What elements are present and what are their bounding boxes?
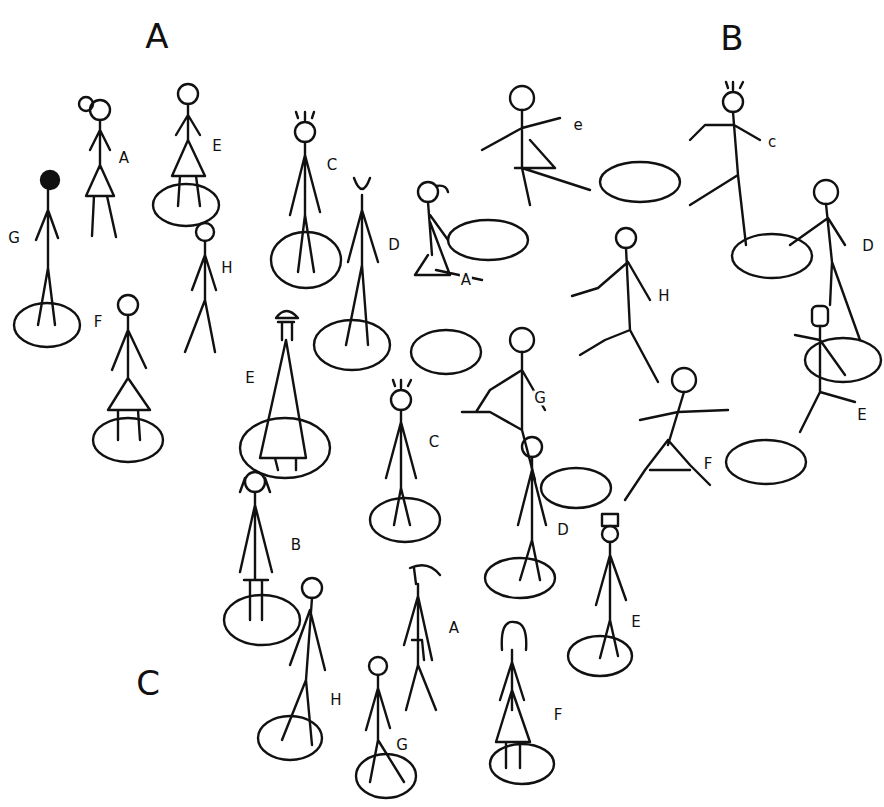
figure-letter: A [118,151,130,166]
stick-figure [271,112,341,288]
figure-letter: E [211,139,222,154]
stick-figure [568,514,632,676]
floor-spot [600,162,680,202]
figure-letter: C [428,435,440,450]
stick-figure [224,472,300,645]
figure-letter: F [93,315,104,330]
figure-letter: H [657,289,670,304]
figure-letter: G [395,738,409,753]
floor-spot [541,468,611,508]
stick-figure [314,178,390,370]
figure-letter: A [460,273,472,288]
figure-letter: D [556,523,570,538]
group-heading: A [144,19,169,53]
stick-figure [93,295,163,462]
stick-figure [690,82,812,278]
stick-figure [153,84,219,226]
figure-letter: G [533,391,547,406]
figure-letter: e [572,118,583,133]
figure-letter: H [220,261,233,276]
floor-spot [726,440,806,484]
figure-letter: A [448,621,460,636]
figure-letter: B [290,538,302,553]
stick-figure [185,223,216,352]
stick-figure [370,380,440,542]
figure-letter: C [326,158,338,173]
stick-figure [572,228,658,382]
figure-letter: E [244,371,255,386]
figure-letter: D [387,238,401,253]
figure-letter: F [703,457,714,472]
figure-letter: H [329,693,342,708]
stick-figure [415,182,528,280]
stick-figure [14,171,80,347]
figure-letter: G [7,231,21,246]
group-heading: B [719,21,744,55]
group-heading: C [135,666,161,700]
figure-letter: E [856,408,867,423]
stick-figure [625,368,728,500]
stick-figure [795,306,881,432]
stick-figure [490,622,554,784]
stick-figure [790,180,860,340]
stick-figure [240,311,330,478]
stick-figure [79,97,116,237]
stick-figure [356,657,416,798]
figure-letter: D [861,239,875,254]
stick-figure [258,578,325,760]
stick-figure [482,86,590,205]
stick-figure [485,437,555,598]
figure-letter: E [630,615,641,630]
stick-figure [404,565,440,710]
floor-spot [411,330,481,374]
figure-letter: c [767,135,777,150]
figure-letter: F [553,708,564,723]
